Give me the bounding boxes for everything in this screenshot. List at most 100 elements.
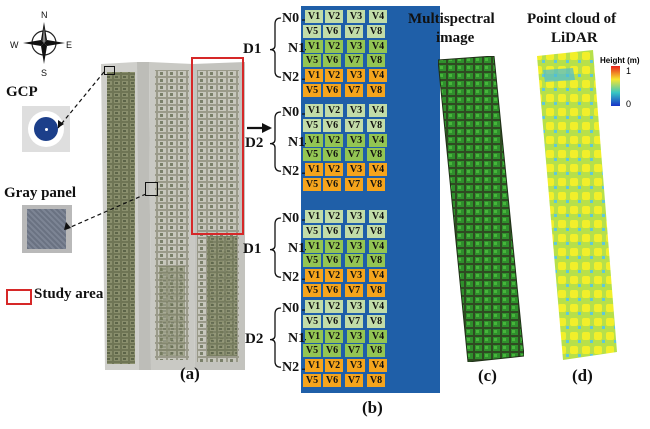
nitrogen-level-label: N0 [282,11,300,26]
density-label: D1 [243,40,262,57]
nitrogen-level-label: N1 [288,330,306,346]
lidar-point-cloud-image [537,50,617,360]
plot-cell: V8 [367,24,385,38]
multispectral-image [438,56,524,362]
field-aerial-image [97,56,245,372]
plot-cell: V8 [367,224,385,238]
plot-cell: V6 [323,84,341,97]
plot-cell: V3 [347,10,365,23]
plot-cell: V1 [305,163,323,177]
plot-cell: V7 [345,284,363,297]
plot-cell: V3 [347,39,365,53]
plot-cell: V3 [347,359,365,373]
plot-cell: V4 [369,300,387,313]
compass-south: S [41,68,48,78]
plot-cell: V1 [305,10,323,23]
gcp-label: GCP [6,84,38,100]
plot-cell: V2 [325,104,343,117]
panel-label-c: (c) [478,366,497,385]
multispectral-title-line2: image [436,30,475,46]
plot-cell: V2 [325,163,343,177]
plot-cell: V1 [305,133,323,147]
gray-panel-label: Gray panel [4,185,77,201]
nitrogen-level-label: N2 [282,270,300,286]
compass-rose-icon [23,22,65,64]
plot-cell: V8 [367,284,385,297]
plot-cell: V6 [323,54,341,68]
plot-cell: V7 [345,24,363,38]
plot-cell: V3 [347,133,365,147]
plot-cell: V1 [305,359,323,373]
nitrogen-level-label: N0 [282,301,300,316]
plot-cell: V4 [369,133,387,147]
height-legend-min: 0 [626,99,632,109]
gcp-marker-image [22,106,70,152]
plot-cell: V6 [323,344,341,358]
plot-cell: V5 [303,84,321,97]
plot-cell: V4 [369,104,387,117]
nitrogen-level-label: N0 [282,105,300,120]
gray-panel-location-box [145,182,158,196]
nitrogen-level-label: N1 [288,240,306,256]
plot-cell: V6 [323,284,341,297]
plot-cell: V8 [367,344,385,358]
plot-cell: V5 [303,284,321,297]
plot-cell: V6 [323,178,341,191]
plot-cell: V8 [367,254,385,268]
plot-cell: V3 [347,69,365,83]
lidar-title-line1: Point cloud of [527,11,617,27]
plot-cell: V2 [325,359,343,373]
lidar-title-line2: LiDAR [551,30,598,46]
plot-cell: V5 [303,24,321,38]
plot-cell: V8 [367,178,385,191]
plot-cell: V5 [303,254,321,268]
plot-cell: V3 [347,163,365,177]
plot-cell: V6 [323,24,341,38]
plot-cell: V1 [305,300,323,313]
plot-cell: V7 [345,224,363,238]
plot-cell: V7 [345,148,363,162]
plot-cell: V7 [345,314,363,328]
plot-cell: V2 [325,210,343,223]
plot-cell: V4 [369,163,387,177]
nitrogen-level-label: N1 [288,134,306,150]
plot-cell: V7 [345,118,363,132]
compass-east: E [66,40,73,50]
plot-cell: V4 [369,329,387,343]
plot-cell: V8 [367,314,385,328]
plot-cell: V1 [305,269,323,283]
nitrogen-level-label: N0 [282,211,300,226]
plot-cell: V4 [369,359,387,373]
plot-cell: V3 [347,269,365,283]
plot-cell: V2 [325,69,343,83]
plot-cell: V2 [325,239,343,253]
panel-label-a: (a) [180,364,200,383]
study-area-box [191,57,244,235]
nitrogen-level-label: N2 [282,360,300,376]
plot-cell: V3 [347,210,365,223]
plot-cell: V1 [305,239,323,253]
plot-cell: V5 [303,118,321,132]
multispectral-title-line1: Multispectral [408,11,495,27]
density-bracket [269,307,282,368]
plot-cell: V1 [305,104,323,117]
plot-cell: V6 [323,148,341,162]
height-colorbar [611,66,620,106]
plot-cell: V5 [303,224,321,238]
plot-cell: V2 [325,300,343,313]
plot-cell: V7 [345,54,363,68]
density-bracket [269,17,282,78]
plot-cell: V6 [323,118,341,132]
study-area-label: Study area [34,286,104,302]
plot-cell: V8 [367,148,385,162]
plot-cell: V6 [323,224,341,238]
plot-cell: V5 [303,148,321,162]
plot-cell: V1 [305,210,323,223]
plot-cell: V7 [345,344,363,358]
plot-cell: V3 [347,104,365,117]
density-label: D2 [245,134,264,151]
density-label: D2 [245,330,264,347]
plot-cell: V2 [325,10,343,23]
